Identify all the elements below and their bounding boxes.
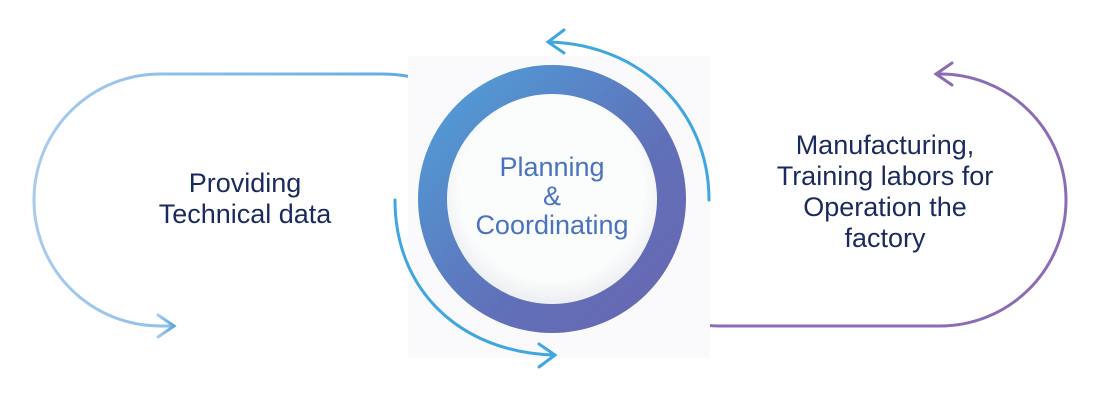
- left-label-line: Providing: [188, 168, 302, 198]
- right-label-line: factory: [844, 223, 926, 253]
- right-label-line: Operation the: [803, 192, 967, 222]
- center-label-line: Coordinating: [475, 210, 629, 240]
- center-label-line: &: [542, 181, 561, 211]
- center-disc: [447, 94, 657, 304]
- top-cycle-arrow: [545, 28, 711, 202]
- left-label: Providing Technical data: [120, 168, 370, 230]
- bottom-cycle-arrow: [393, 198, 558, 369]
- center-label: Planning & Coordinating: [447, 153, 657, 240]
- right-label-line: Training labors for: [776, 161, 994, 191]
- right-label: Manufacturing, Training labors for Opera…: [740, 130, 1030, 254]
- center-label-line: Planning: [499, 152, 605, 182]
- left-loop-arrow: [32, 72, 460, 339]
- right-label-line: Manufacturing,: [795, 130, 975, 160]
- left-label-line: Technical data: [158, 199, 332, 229]
